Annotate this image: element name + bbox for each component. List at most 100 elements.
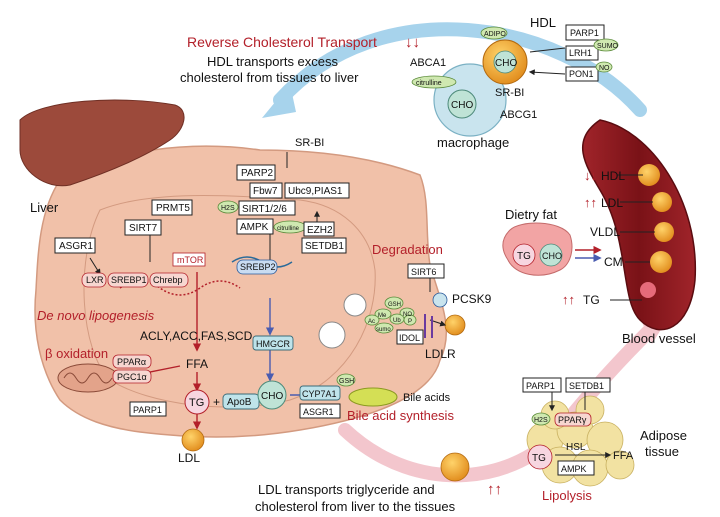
ldlr-receptor [424,314,433,338]
sirt126-label: SIRT1/2/6 [242,204,287,215]
vessel-tg-arrows: ↑↑ [562,292,575,307]
vessel-ldl-label: LDL [601,196,623,210]
cyp7a1-box [299,385,341,401]
citrulline-label-liver: citrulline [277,226,300,232]
asgr1-top-label: ASGR1 [59,241,93,252]
ldl-transport-line2: cholesterol from liver to the tissues [255,499,456,514]
ldl-particle-transport [440,452,470,482]
gsh-label-deg: GSH [388,302,401,308]
bile-acids-label: Bile acids [403,392,451,404]
srebp1-label: SREBP1 [111,275,147,285]
ldl-particle-liver [181,428,205,452]
ffa-adipose-label: FFA [613,450,634,462]
h2s-pill-adipose [531,412,551,426]
adipose-label-1: Adipose [640,428,687,443]
parp1-liver-label: PARP1 [133,405,162,415]
degradation-title: Degradation [372,242,443,257]
mtor-label: mTOR [177,255,204,265]
ampk-adipose-box [557,460,595,476]
liver-label: Liver [30,200,59,215]
asgr1-bottom-box [299,403,341,419]
diet-tg-circle [512,243,536,267]
parp1-liver-box [129,401,167,417]
bile-acid-blob [348,387,398,407]
srbi-liver-label: SR-BI [295,137,324,149]
vessel-cm-label: CM [604,255,623,269]
parp1-adipose-label: PARP1 [526,381,555,391]
lrh1-label: LRH1 [569,48,592,58]
blood-vessel-label: Blood vessel [622,331,696,346]
arrow-asgr1-lxr [89,257,101,276]
parp1-hdl-label: PARP1 [570,28,599,38]
macrophage-nucleus [447,89,477,119]
citrulline-label-mac: citrulline [416,80,442,87]
srebp1-box [107,272,149,288]
sumo-label: SUMO [597,43,619,50]
mtor-box [172,252,206,267]
setdb1-liver-label: SETDB1 [305,241,344,252]
blood-vessel [581,119,697,331]
ampk-liver-label: AMPK [240,222,269,233]
pcsk9-label: PCSK9 [452,292,492,306]
chrebp-box [149,272,189,288]
tg-liver-label: TG [189,397,204,409]
hsl-label: HSL [566,442,586,453]
vesicle-1 [343,293,367,317]
adipose-label-2: tissue [645,444,679,459]
ezh2-label: EZH2 [307,225,333,236]
apob-box [222,393,260,410]
sirt7-label: SIRT7 [129,223,158,234]
adipo-pill [480,26,508,40]
setdb1-adipose-label: SETDB1 [569,381,604,391]
ffa-liver-label: FFA [186,357,208,371]
ampk-adipose-label: AMPK [561,464,587,474]
pon1-label: PON1 [569,69,594,79]
vesicle-2 [318,321,346,349]
parp2-box [236,164,276,181]
fbw7-label: Fbw7 [253,186,278,197]
bile-synth-label: Bile acid synthesis [347,408,454,423]
intestine-icon [502,222,573,276]
lxr-label: LXR [86,275,104,285]
chrebp-label: Chrebp [153,275,183,285]
cho-liver-label: CHO [261,391,283,402]
me-label: Me [378,313,387,319]
macrophage-cho: CHO [451,100,473,111]
hdl-label: HDL [530,15,556,30]
pgc1a-box [112,369,152,384]
p-label: P [408,319,412,325]
vessel-ldl-arrows: ↑↑ [584,195,597,210]
prmt5-box [151,199,193,216]
citrulline-pill-mac [411,75,457,89]
lrh1-box [565,45,599,61]
ubc9-label: Ubc9,PIAS1 [288,186,343,197]
asgr1-bottom-label: ASGR1 [303,407,334,417]
no-pill-hdl [595,61,613,73]
vessel-tg-label: TG [583,293,600,307]
arrow-lrh1-hdl [529,47,566,53]
diet-label: Dietry fat [505,207,557,222]
diet-cho-label: CHO [542,251,562,261]
reverse-transport-line1: HDL transports excess [207,54,339,69]
cyp7a1-label: CYP7A1 [302,389,337,399]
pon1-box [565,66,599,82]
apob-label: ApoB [227,397,252,408]
sumo-deg-label: sumo [376,327,391,333]
ub-label: Ub [393,318,401,324]
tg-adipose-label: TG [532,453,546,464]
beta-ox-label: β oxidation [45,346,108,361]
sumo-pill [593,38,619,52]
ubc9-box [284,182,350,199]
no-label-deg: NO [403,312,412,318]
abca1-label: ABCA1 [410,57,446,69]
diet-tg-label: TG [517,251,531,262]
hmgcr-label: HMGCR [256,339,290,349]
vessel-particles [638,164,674,298]
abcg1-label: ABCG1 [500,109,537,121]
ezh2-box [303,221,335,237]
ac-label: Ac [368,319,375,325]
setdb1-adipose-box [565,377,611,393]
reverse-transport-down-arrows: ↓↓ [405,34,420,51]
